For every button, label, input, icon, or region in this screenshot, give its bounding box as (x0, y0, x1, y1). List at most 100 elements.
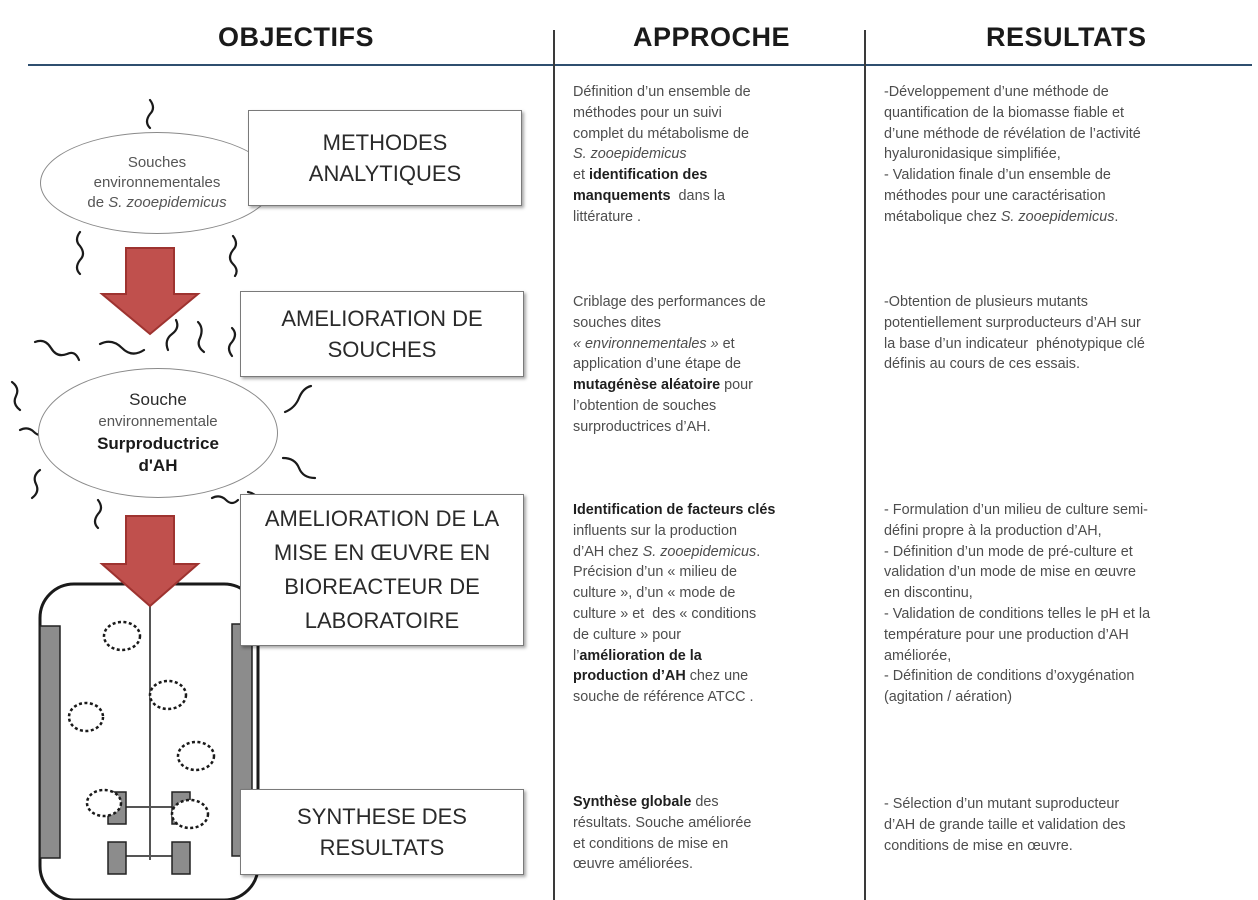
box-line: BIOREACTEUR DE (284, 574, 480, 599)
text-line: surproductrices d’AH. (573, 418, 711, 435)
text-line: production d’AH chez une (573, 668, 749, 685)
filament (283, 384, 313, 414)
text-line: - Formulation d’un milieu de culture sem… (884, 502, 1148, 518)
resultats-block-1: -Développement d’une méthode de quantifi… (884, 82, 1256, 228)
text-line: - Définition de conditions d’oxygénation (884, 668, 1135, 685)
filament (145, 98, 155, 130)
text-line: résultats. Souche améliorée (573, 814, 752, 831)
text-line: -Obtention de plusieurs mutants (884, 294, 1088, 310)
text-line: l’amélioration de la (573, 647, 702, 664)
ellipse-line: Souche (129, 390, 187, 409)
ellipse-line: d'AH (138, 456, 178, 475)
box-line: RESULTATS (319, 835, 445, 860)
text-line: validation d’un mode de mise en œuvre (884, 564, 1136, 581)
box-line: METHODES (322, 130, 448, 155)
box-line: AMELIORATION DE LA (264, 506, 500, 531)
text-line: Identification de facteurs clés (573, 502, 776, 518)
text-line: méthodes pour un suivi (573, 104, 722, 121)
text-line: - Validation finale d’un ensemble de (884, 167, 1111, 184)
text-line: complet du métabolisme de (573, 125, 749, 142)
box-line: LABORATOIRE (304, 608, 460, 633)
ellipse-line: environnementale (98, 413, 218, 430)
box-line: MISE EN ŒUVRE EN (273, 540, 491, 565)
text-line: « environnementales » et (573, 335, 735, 352)
text-line: défini propre à la production d’AH, (884, 522, 1102, 539)
text-line: littérature . (573, 208, 641, 225)
text-line: et identification des (573, 167, 708, 184)
text-line: hyaluronidasique simplifiée, (884, 146, 1061, 163)
resultats-block-3: - Formulation d’un milieu de culture sem… (884, 500, 1256, 708)
filament (228, 234, 238, 278)
resultats-block-2: -Obtention de plusieurs mutants potentie… (884, 292, 1256, 375)
header-resultats: RESULTATS (986, 22, 1147, 52)
text-line: Définition d’un ensemble de (573, 84, 751, 100)
cell (102, 620, 142, 652)
text-line: d’une méthode de révélation de l’activit… (884, 125, 1141, 142)
text-line: - Validation de conditions telles le pH … (884, 605, 1151, 622)
impeller-blade (171, 841, 191, 875)
text-line: - Sélection d’un mutant suproducteur (884, 796, 1120, 812)
filament (93, 498, 103, 530)
text-line: œuvre améliorées. (573, 856, 693, 873)
cell (85, 788, 123, 818)
text-line: application d’une étape de (573, 356, 742, 373)
text-line: - Définition d’un mode de pré-culture et (884, 543, 1133, 560)
text-line: température pour une production d’AH (884, 626, 1129, 643)
resultats-block-4: - Sélection d’un mutant suproducteur d’A… (884, 794, 1256, 856)
column-divider-left (553, 30, 555, 900)
text-line: métabolique chez S. zooepidemicus. (884, 208, 1119, 225)
text-line: de culture » pour (573, 626, 682, 643)
down-arrow (99, 515, 201, 608)
text-line: l’obtention de souches (573, 397, 717, 414)
box-line: SYNTHESE DES (297, 804, 467, 829)
filament (98, 340, 146, 355)
text-line: S. zooepidemicus (573, 146, 687, 163)
text-line: potentiellement surproducteurs d’AH sur (884, 314, 1141, 331)
text-line: Criblage des performances de (573, 294, 766, 310)
column-divider-right (864, 30, 866, 900)
text-line: en discontinu, (884, 585, 973, 602)
text-line: mutagénèse aléatoire pour (573, 377, 753, 394)
header-objectifs: OBJECTIFS (218, 22, 375, 52)
text-line: -Développement d’une méthode de (884, 84, 1109, 100)
ellipse-line: environnementales (93, 174, 221, 191)
bioreactor-baffle-left (39, 625, 61, 859)
text-line: culture », d’un « mode de (573, 585, 736, 602)
filament (33, 339, 81, 362)
header-approche: APPROCHE (633, 22, 791, 52)
text-line: conditions de mise en œuvre. (884, 837, 1073, 854)
filament (75, 230, 85, 276)
text-line: culture » et des « conditions (573, 605, 757, 622)
text-line: Synthèse globale des (573, 794, 719, 810)
text-line: et conditions de mise en (573, 835, 729, 852)
ellipse-line: Surproductrice (97, 434, 219, 453)
text-line: quantification de la biomasse fiable et (884, 104, 1124, 121)
impeller-blade (107, 841, 127, 875)
text-line: améliorée, (884, 647, 952, 664)
filament (227, 326, 237, 358)
text-line: manquements dans la (573, 187, 725, 204)
filament (10, 380, 22, 412)
text-line: influents sur la production (573, 522, 737, 539)
box-methodes-analytiques: METHODES ANALYTIQUES (248, 110, 522, 206)
ellipse-line: de S. zooepidemicus (87, 194, 227, 211)
text-line: méthodes pour une caractérisation (884, 187, 1106, 204)
filament (281, 456, 317, 480)
approche-block-2: Criblage des performances de souches dit… (573, 292, 845, 438)
box-line: ANALYTIQUES (308, 161, 462, 186)
box-synthese-resultats: SYNTHESE DES RESULTATS (240, 789, 524, 875)
ellipse-souche-surproductrice: Souche environnementale Surproductrice d… (38, 368, 278, 498)
text-line: souches dites (573, 314, 661, 331)
cell-group (67, 620, 216, 830)
header-divider (28, 64, 1252, 66)
text-line: d’AH de grande taille et validation des (884, 816, 1126, 833)
box-line: AMELIORATION DE (281, 306, 483, 331)
cell (170, 798, 210, 830)
text-line: définis au cours de ces essais. (884, 356, 1080, 373)
text-line: Précision d’un « milieu de (573, 564, 737, 581)
filament (196, 320, 206, 354)
objectifs-diagram (10, 98, 317, 900)
ellipse-souches-environnementales: Souches environnementales de S. zooepide… (40, 132, 274, 234)
down-arrow (99, 247, 201, 336)
